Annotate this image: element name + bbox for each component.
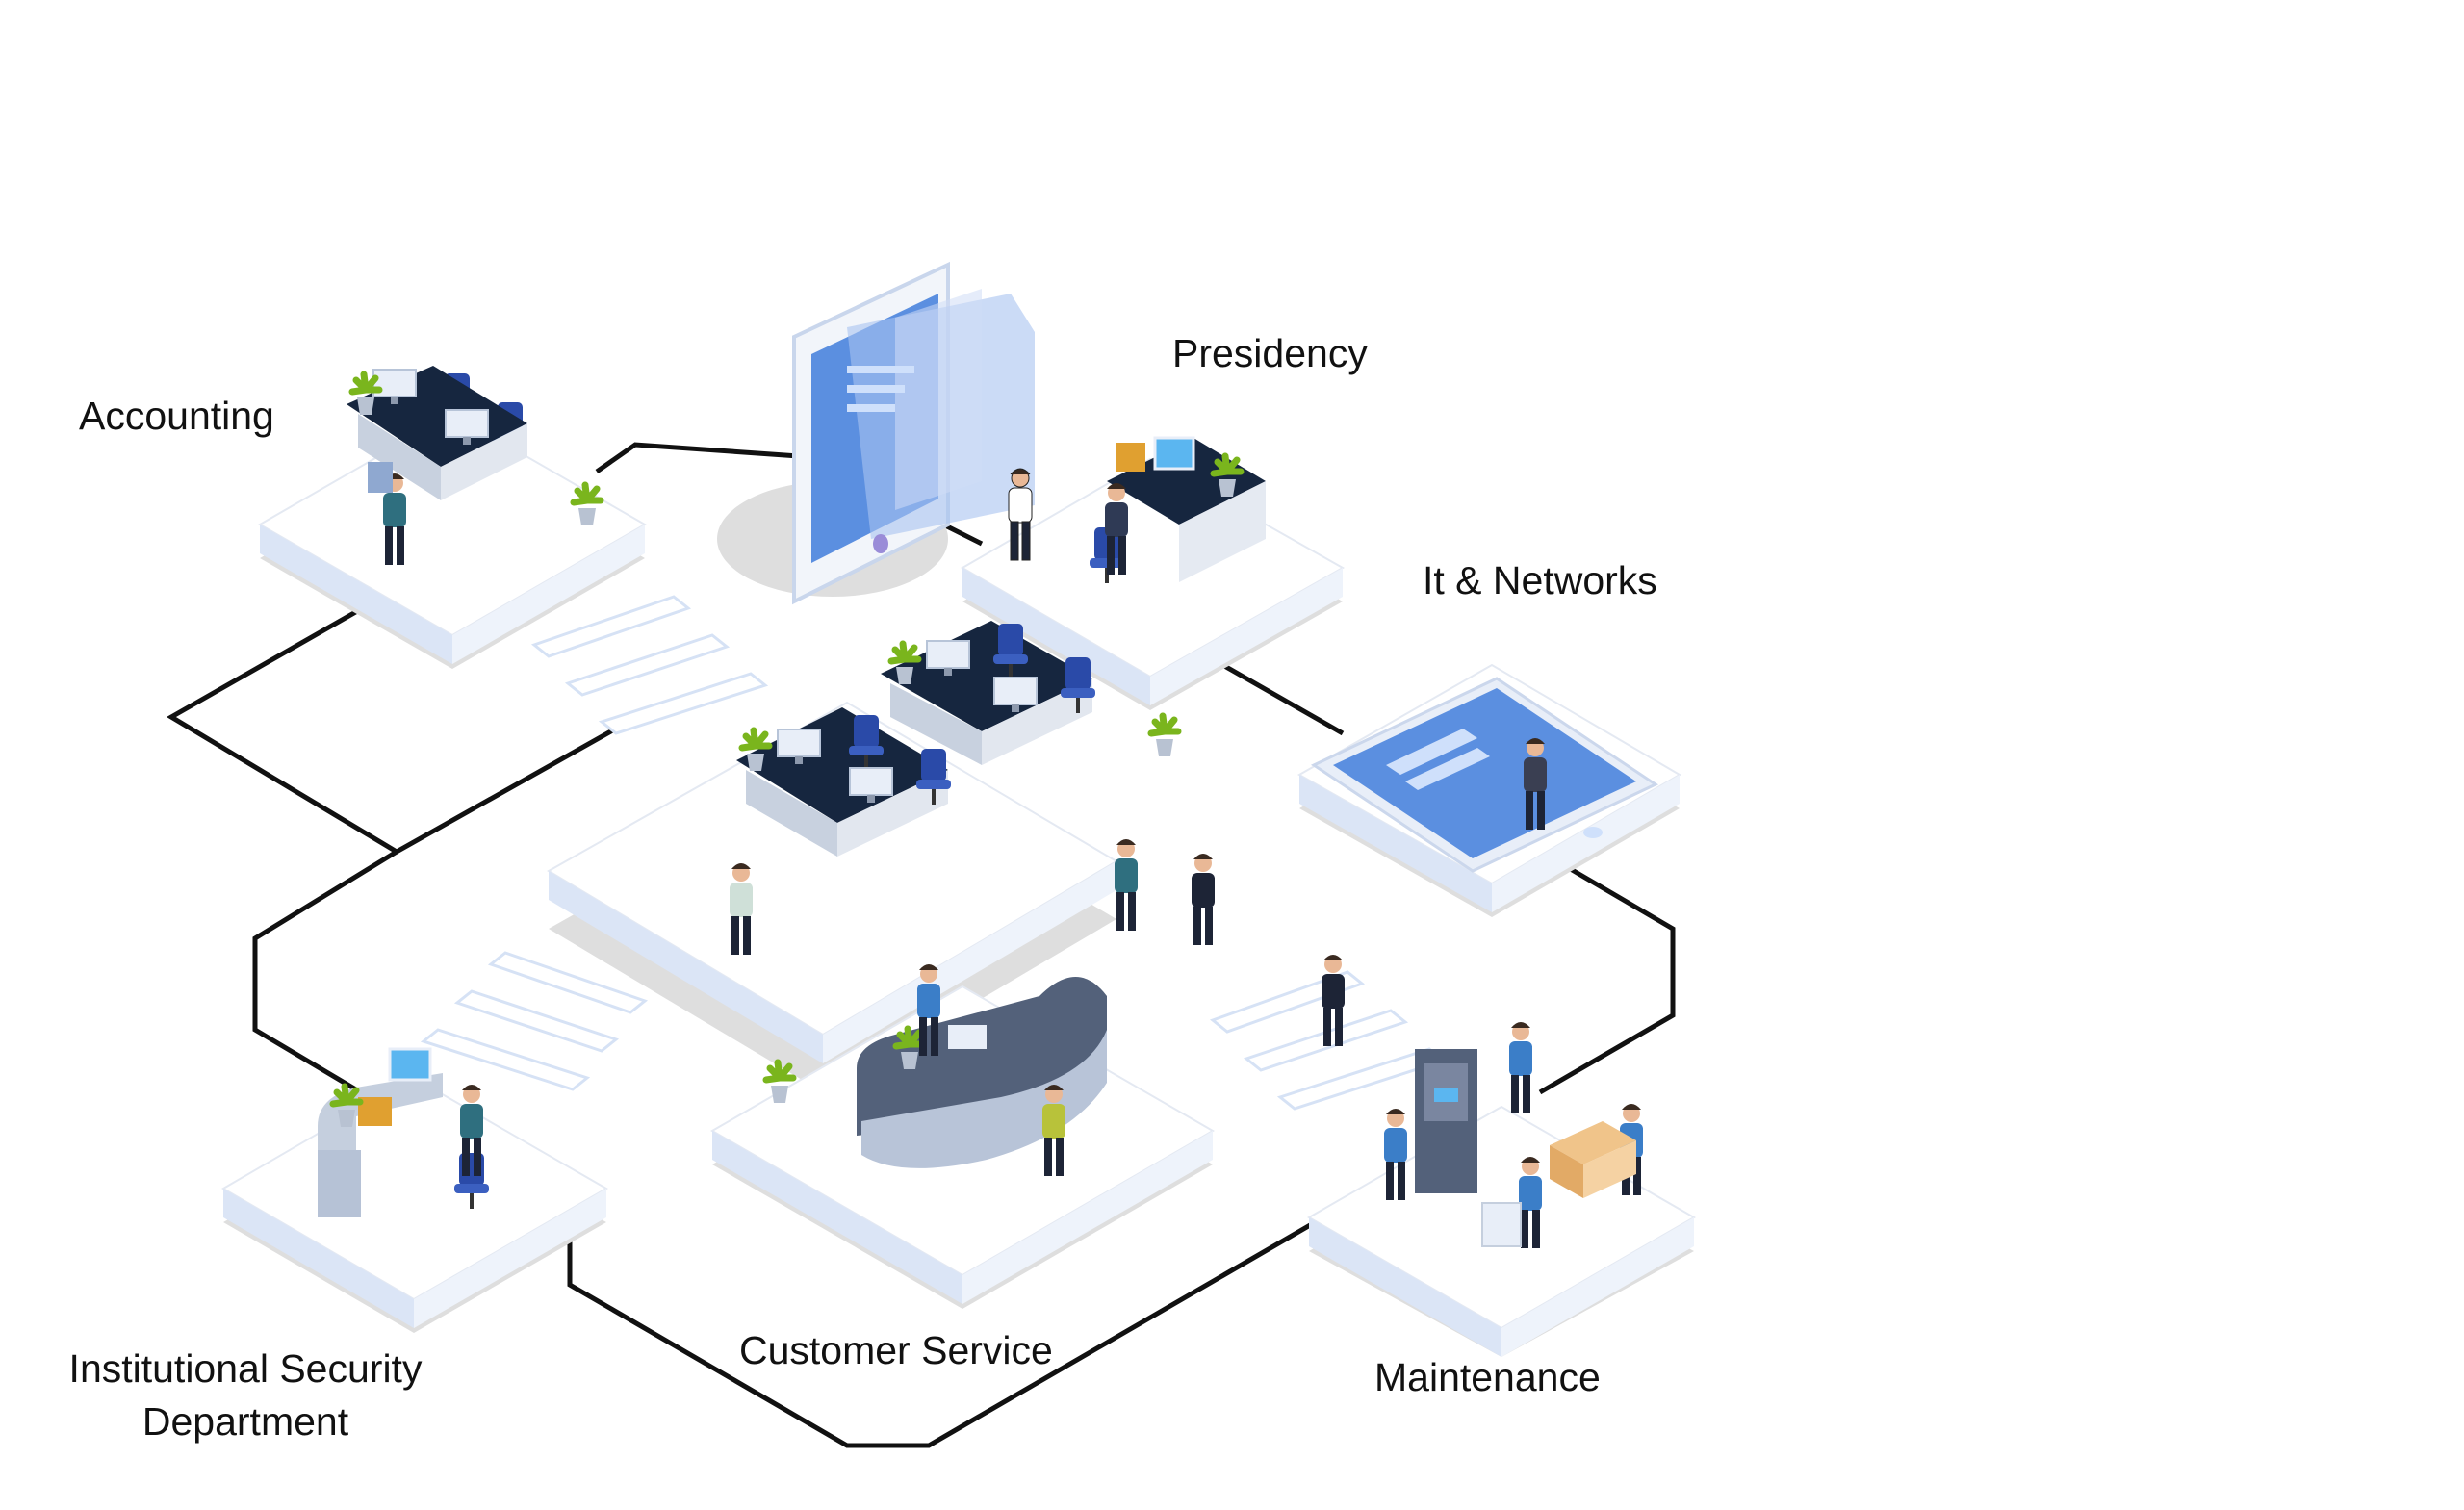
central-office-desks <box>730 621 1345 1046</box>
platform-security <box>221 1076 609 1328</box>
box-icon <box>368 462 393 493</box>
reception-counter-icon <box>766 964 1107 1176</box>
box-icon <box>1550 1121 1636 1164</box>
label-security-department: Institutional Security Department <box>29 1343 462 1448</box>
label-it-networks: It & Networks <box>1423 558 1657 602</box>
connector-presidency-to-it <box>1211 656 1345 736</box>
platform-central-office <box>547 701 1118 1063</box>
box-icon <box>1116 443 1145 472</box>
connector-presidency-tablet <box>941 522 984 547</box>
accounting-desk <box>346 366 601 565</box>
box-icon <box>1481 1202 1522 1247</box>
presidency-desk <box>1008 436 1266 583</box>
label-security-line2: Department <box>141 1399 349 1444</box>
person-icon <box>1509 1022 1532 1113</box>
label-customer-service: Customer Service <box>739 1328 1053 1372</box>
security-desk <box>318 1047 489 1217</box>
it-networks-tablet <box>1310 677 1659 873</box>
label-maintenance: Maintenance <box>1374 1355 1601 1399</box>
connector-it-to-maintenance <box>1538 865 1676 1095</box>
person-icon <box>1192 854 1215 945</box>
label-accounting: Accounting <box>79 394 274 438</box>
platform-accounting <box>257 412 648 664</box>
monitor-icon <box>1153 436 1195 471</box>
connector-security-to-maintenance <box>567 1215 1325 1448</box>
monitor-icon <box>388 1047 432 1082</box>
person-icon <box>1115 839 1138 931</box>
connector-lines <box>167 442 1676 1448</box>
platform-presidency <box>961 457 1346 705</box>
connector-accounting-to-security <box>167 603 618 855</box>
monitor-icon <box>948 1025 987 1049</box>
tablet-screen-icon <box>792 261 1035 605</box>
connector-security-loop <box>252 849 398 1110</box>
plant-icon <box>1151 716 1178 756</box>
maintenance-area <box>1384 1022 1643 1248</box>
label-presidency: Presidency <box>1172 331 1368 375</box>
connector-accounting-to-presidency <box>595 442 800 474</box>
label-security-line1: Institutional Security <box>68 1346 423 1391</box>
box-icon <box>358 1097 392 1126</box>
